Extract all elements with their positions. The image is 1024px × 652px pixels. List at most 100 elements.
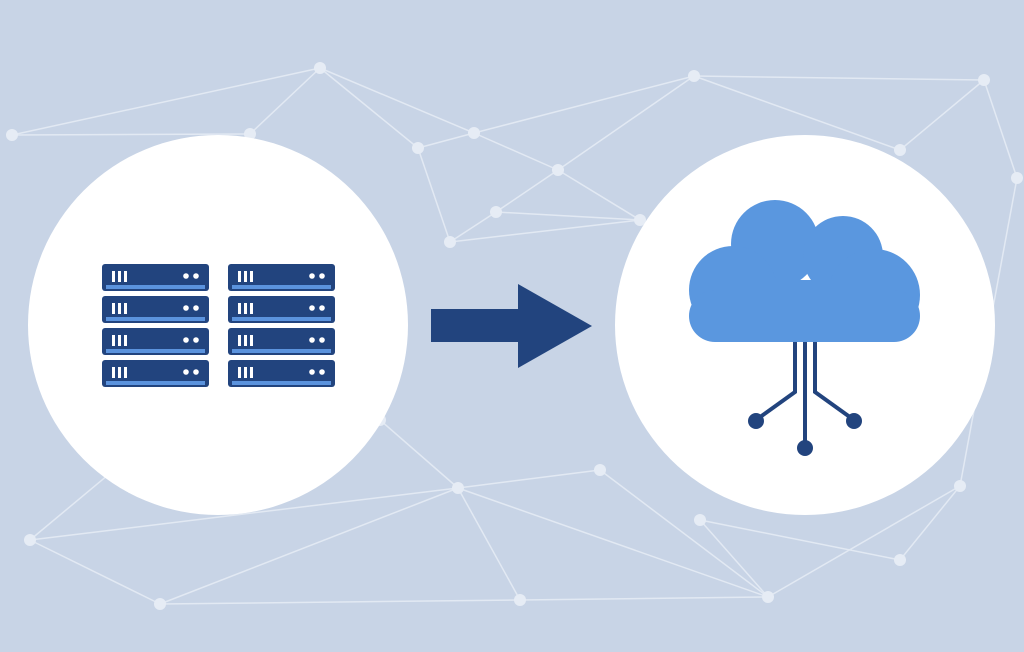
network-line	[449, 219, 641, 243]
server-vent	[112, 303, 115, 314]
server-vent	[244, 335, 247, 346]
server-vent	[250, 271, 253, 282]
network-node	[894, 554, 906, 566]
network-node	[6, 129, 18, 141]
network-line	[379, 419, 459, 489]
server-vent	[112, 367, 115, 378]
server-vent	[118, 335, 121, 346]
network-line	[11, 133, 251, 136]
server-unit-body	[228, 264, 335, 291]
connector-node	[748, 413, 764, 429]
server-led	[319, 305, 325, 311]
server-vent	[244, 367, 247, 378]
server-vent	[112, 271, 115, 282]
server-led	[193, 369, 199, 375]
server-led	[319, 337, 325, 343]
network-line	[495, 169, 559, 213]
network-line	[11, 67, 321, 136]
server-unit-accent	[232, 381, 331, 385]
network-line	[159, 599, 521, 605]
network-node	[634, 214, 646, 226]
server-led	[193, 337, 199, 343]
network-line	[473, 132, 559, 171]
network-line	[457, 487, 769, 598]
network-line	[319, 67, 475, 134]
server-vent	[238, 271, 241, 282]
network-line	[449, 211, 497, 243]
network-line	[417, 132, 475, 149]
network-node	[688, 70, 700, 82]
network-node	[244, 128, 256, 140]
server-unit	[102, 264, 209, 291]
network-line	[519, 596, 769, 601]
server-unit-accent	[232, 285, 331, 289]
cloud-connector-lines	[754, 333, 856, 450]
network-line	[249, 67, 321, 135]
server-led	[183, 369, 189, 375]
server-vent	[238, 335, 241, 346]
network-line	[457, 487, 521, 601]
server-unit-body	[228, 296, 335, 323]
server-rack-icon	[102, 264, 335, 387]
server-unit-body	[102, 328, 209, 355]
server-unit	[228, 264, 335, 291]
network-node	[594, 464, 606, 476]
server-vent	[250, 335, 253, 346]
network-node	[444, 236, 456, 248]
server-led	[193, 305, 199, 311]
connector-node	[846, 413, 862, 429]
server-unit-body	[102, 264, 209, 291]
server-led	[319, 369, 325, 375]
server-vent	[124, 303, 127, 314]
network-line	[557, 169, 641, 221]
server-led	[309, 273, 315, 279]
network-line	[417, 147, 451, 243]
server-led	[309, 369, 315, 375]
server-vent	[118, 271, 121, 282]
network-node	[468, 127, 480, 139]
network-node	[452, 482, 464, 494]
server-led	[193, 273, 199, 279]
network-node	[490, 206, 502, 218]
server-vent	[118, 303, 121, 314]
server-unit-accent	[106, 349, 205, 353]
server-vent	[124, 271, 127, 282]
server-unit-body	[102, 296, 209, 323]
network-line	[473, 75, 695, 134]
server-led	[309, 337, 315, 343]
server-unit-accent	[106, 381, 205, 385]
network-line	[899, 485, 961, 561]
network-line	[983, 79, 1018, 179]
network-line	[699, 519, 901, 561]
arrow-right-icon	[431, 284, 592, 368]
network-pattern	[6, 62, 1023, 610]
server-unit-body	[102, 360, 209, 387]
network-line	[599, 469, 769, 598]
network-line	[557, 75, 695, 171]
network-node	[154, 598, 166, 610]
connector-node	[797, 440, 813, 456]
server-vent	[124, 367, 127, 378]
network-line	[693, 75, 985, 81]
network-line	[159, 487, 459, 605]
server-vent	[112, 335, 115, 346]
network-line	[29, 539, 161, 605]
server-unit	[102, 328, 209, 355]
network-node	[412, 142, 424, 154]
network-line	[495, 211, 641, 221]
network-node	[694, 514, 706, 526]
server-led	[183, 305, 189, 311]
server-led	[183, 337, 189, 343]
server-unit-accent	[106, 285, 205, 289]
network-node	[314, 62, 326, 74]
server-vent	[238, 303, 241, 314]
server-vent	[250, 303, 253, 314]
server-unit-body	[228, 360, 335, 387]
network-line	[29, 487, 459, 541]
cloud-network-icon	[689, 200, 920, 456]
network-node	[1011, 172, 1023, 184]
network-node	[978, 74, 990, 86]
server-vent	[238, 367, 241, 378]
network-line	[767, 485, 961, 598]
